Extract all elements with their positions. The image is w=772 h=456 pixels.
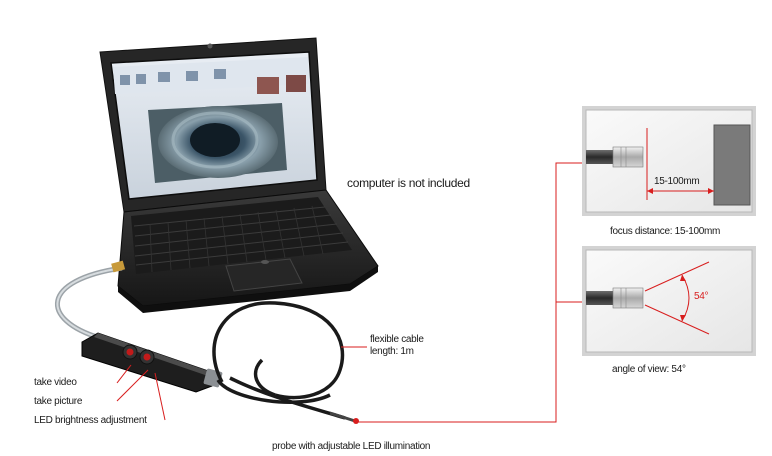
take-picture-label: take picture [34,396,83,407]
laptop-illustration [99,37,379,313]
angle-of-view-panel [582,246,756,356]
led-adjust-label: LED brightness adjustment [34,415,147,426]
flexible-cable-coil [212,301,346,420]
take-video-label: take video [34,377,77,388]
camera-handle [81,332,223,393]
probe-label: probe with adjustable LED illumination [272,441,431,452]
focus-distance-caption: focus distance: 15-100mm [610,226,721,237]
focus-range-value: 15-100mm [654,176,700,187]
cable-length-label: length: 1m [370,346,414,357]
flexible-cable-label: flexible cable [370,334,424,345]
annotation-lines [116,162,582,423]
computer-not-included-note: computer is not included [347,176,470,190]
angle-of-view-caption: angle of view: 54° [612,364,686,375]
focus-distance-panel [582,106,756,216]
usb-cable [55,260,126,341]
angle-value: 54° [694,291,709,302]
probe-tip [329,411,359,424]
